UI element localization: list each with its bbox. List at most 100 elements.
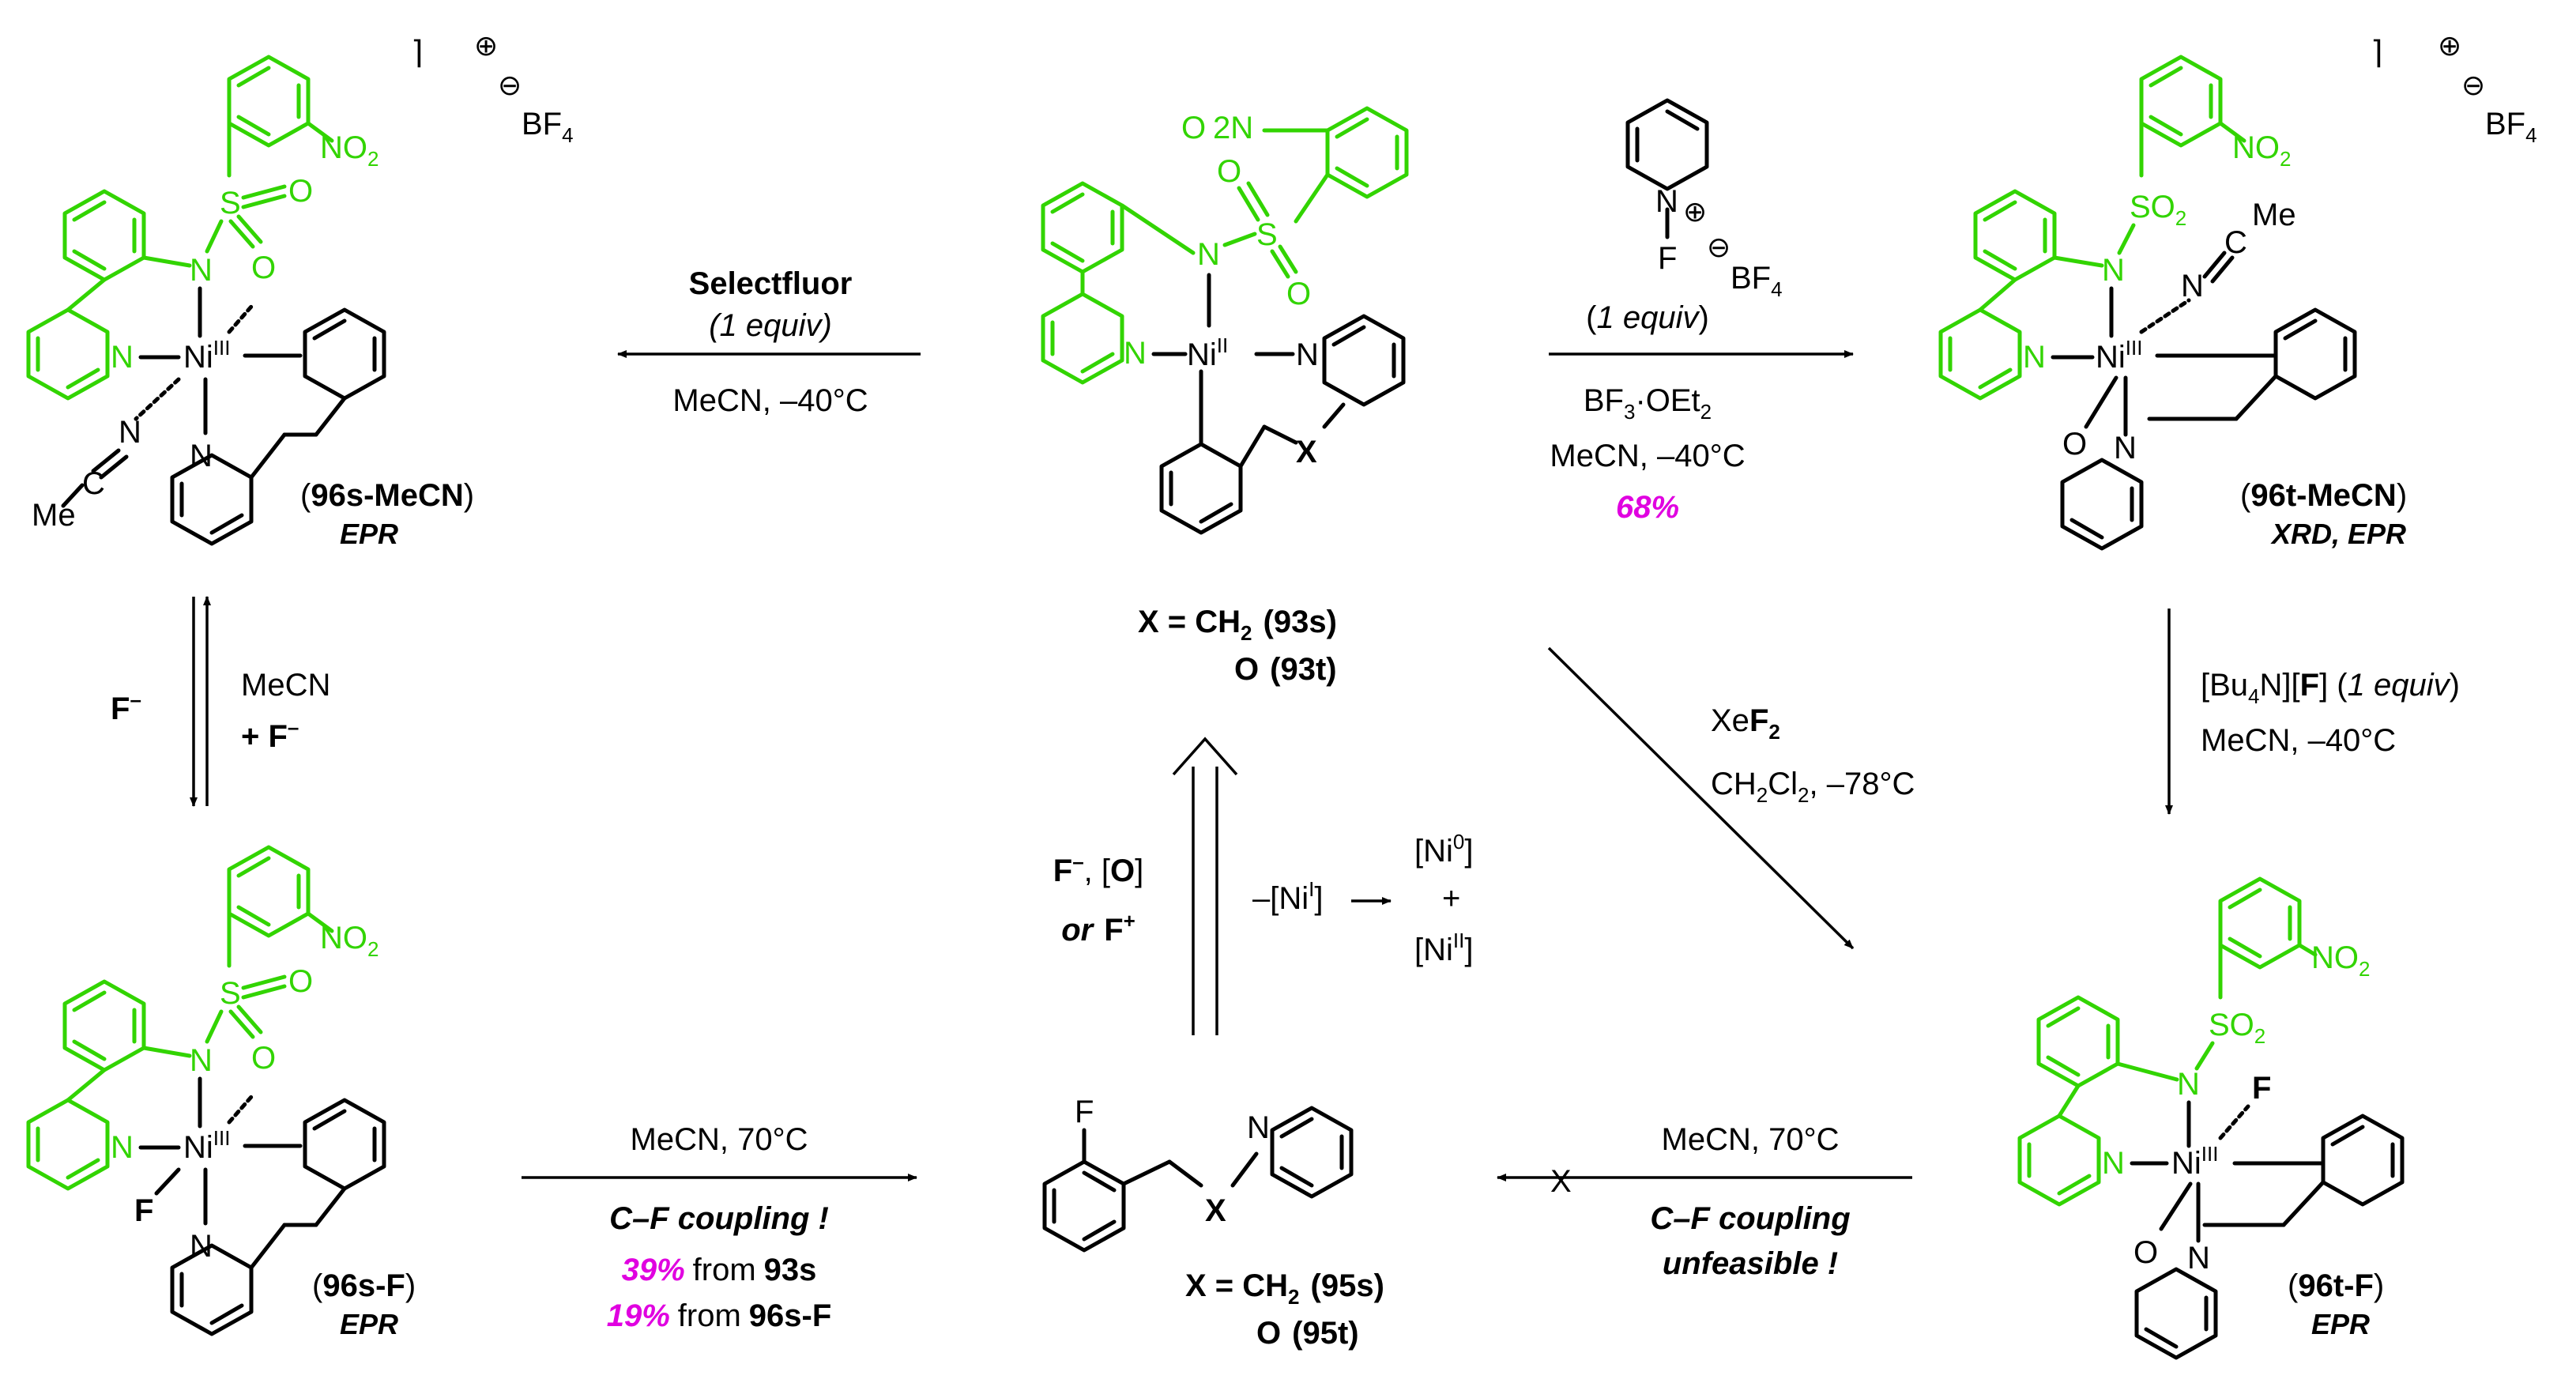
svg-text:NiIII: NiIII [2096,336,2142,375]
svg-text:NO2: NO2 [320,130,378,171]
ni-center: Ni [2096,340,2126,375]
s-atom: S [220,186,241,220]
cation-charge: ⊕ [474,29,498,62]
reagent: Xe [1711,703,1749,738]
nitrobenzene-ring [2139,55,2246,178]
svg-text:N: N [1124,336,1147,371]
svg-text:F–: F– [111,688,141,726]
compound-label: 96s-F [322,1268,405,1303]
ni0-product: [Ni [1414,834,1453,869]
svg-text:⊖: ⊖ [1707,231,1731,263]
nitro-label: NO [320,130,367,165]
aryl-ring [303,307,386,401]
reagent: F [1053,854,1072,888]
compound-96s-mecn: NO2 S O O N N NiIII N N C Me [26,29,574,550]
svg-text:⊖: ⊖ [2461,69,2485,101]
reagent-left: F [111,692,130,726]
compound-label: 96s-MeCN [311,478,463,513]
svg-text:(96t-MeCN): (96t-MeCN) [2240,478,2407,513]
svg-text:S: S [1256,217,1278,252]
sulfonyl-o: O [251,251,276,285]
biaryl-ring-top [26,189,192,401]
pyridine-ring [170,1186,347,1336]
svg-text:N: N [1655,184,1678,219]
svg-text:NiIII: NiIII [2171,1142,2218,1181]
equiv: 1 equiv [1597,300,1700,335]
pyridone-ring [2134,1267,2218,1360]
reaction-bu4nf: [Bu4N][F] (1 equiv) MeCN, –40°C [2165,609,2460,815]
svg-text:⊕: ⊕ [1683,195,1707,228]
svg-text:N: N [2177,1067,2200,1102]
svg-text:(1 equiv): (1 equiv) [1586,300,1709,335]
nitro-label: NO [2232,130,2280,165]
svg-text:S: S [220,976,241,1011]
nitro-label: NO [2311,940,2359,975]
svg-text:N: N [2102,253,2125,288]
svg-text:2N: 2N [1213,111,1253,145]
compound-95: F X N X = CH2(95s) O(95t) [1042,1095,1384,1351]
nitrobenzene-ring [2218,876,2318,1000]
biaryl-ring [26,979,192,1191]
svg-text:O: O [2062,427,2087,462]
aryl-ring [2147,307,2357,421]
svg-text:NO2: NO2 [2232,130,2291,171]
so2-label: SO [2209,1008,2254,1042]
svg-text:F–, [O]: F–, [O] [1053,850,1144,888]
svg-text:F: F [1658,241,1677,276]
reaction-equilibrium: F– MeCN + F– [111,596,330,807]
bracket: ⌉ [411,36,424,70]
svg-text:C: C [2224,225,2247,260]
compound-label-alt: (93t) [1270,652,1336,687]
aryl-ring [303,1098,386,1191]
svg-text:N: N [2187,1241,2210,1276]
characterization: EPR [2311,1308,2370,1340]
svg-text:N: N [2023,340,2046,375]
svg-text:⌉: ⌉ [2371,36,2383,70]
conditions: MeCN, –40°C [1550,439,1745,473]
ni-center: Ni [183,340,213,375]
side-product: –[Ni [1252,881,1309,916]
reaction-xef2: XeF2 CH2Cl2, –78°C [1547,646,1915,950]
svg-text:N: N [1197,237,1220,272]
svg-text:C: C [82,466,105,501]
compound-96t-f: NO2 SO2 N N F NiIII O N [2017,876,2405,1360]
equiv: 1 equiv [2348,668,2451,703]
svg-text:NiII: NiII [1187,334,1228,372]
reagent-right: + F [241,719,288,754]
pyridone-ring [2060,458,2144,551]
reagent-counter-ion: BF [1731,261,1771,296]
x-atom: X [1296,435,1317,469]
svg-text:X = CH2(93s): X = CH2(93s) [1138,605,1337,645]
nitrobenzene-ring [1262,106,1409,224]
svg-text:orF+: orF+ [1061,909,1135,948]
so2-label: SO [2130,190,2175,224]
svg-text:CH2Cl2, –78°C: CH2Cl2, –78°C [1711,767,1915,807]
svg-text:(96s-MeCN): (96s-MeCN) [300,478,474,513]
svg-text:F: F [1075,1095,1094,1129]
svg-text:[Ni0]: [Ni0] [1414,830,1473,869]
fluoroaryl-ring [1042,1128,1259,1253]
compound-label: (95s) [1311,1268,1384,1303]
svg-text:[NiII]: [NiII] [1414,929,1473,967]
svg-text:NO2: NO2 [320,921,378,961]
svg-text:O: O [288,964,313,999]
counter-ion: BF [2485,107,2525,141]
conditions: MeCN, –40°C [2201,723,2396,758]
pyridine-ring [1270,1106,1354,1199]
svg-text:SO2: SO2 [2130,190,2186,230]
compound-label-alt: (95t) [1292,1316,1358,1351]
arrow-up-open [1172,737,1238,776]
svg-text:Me: Me [32,498,76,533]
ni-center: Ni [183,1130,213,1165]
characterization: EPR [340,518,398,550]
counter-ion: BF [522,107,562,141]
svg-text:[Bu4N][F] (1 equiv): [Bu4N][F] (1 equiv) [2201,668,2460,708]
svg-text:NO2: NO2 [2311,940,2370,981]
compound-96s-f: NO2 S O O N N NiIII F N [26,845,416,1340]
biaryl-ring [2017,995,2179,1207]
ni-center: Ni [1187,337,1217,372]
svg-text:MeCN: MeCN [241,668,330,703]
svg-text:XeF2: XeF2 [1711,703,1780,744]
